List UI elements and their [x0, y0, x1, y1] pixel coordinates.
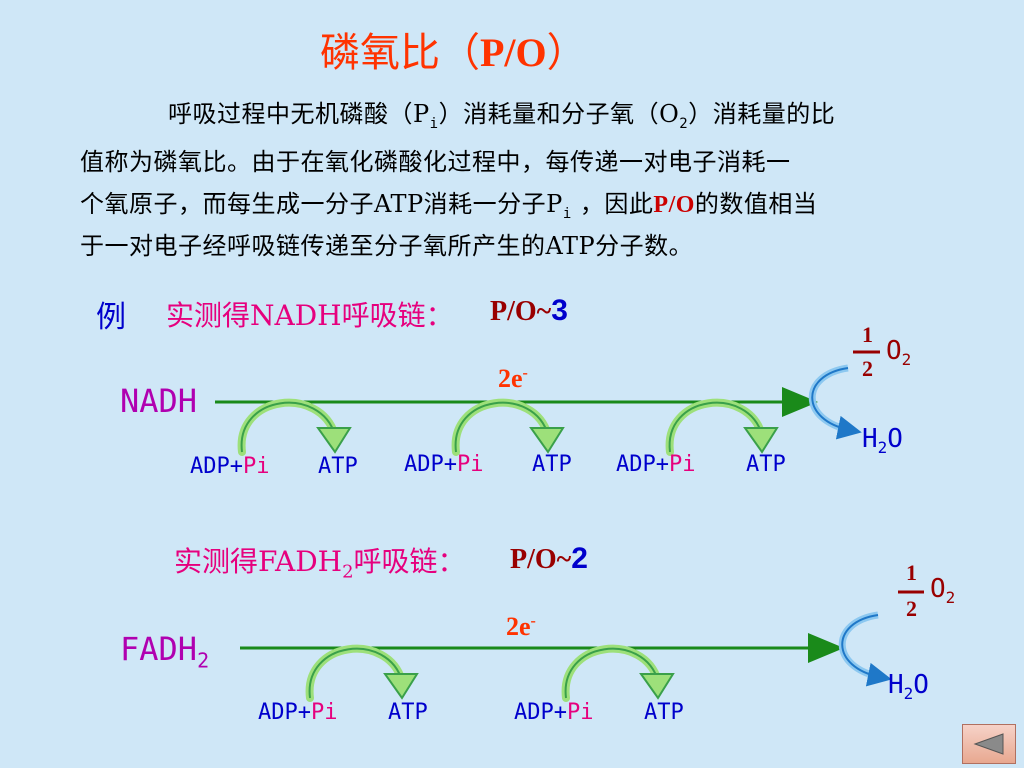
back-button[interactable]	[962, 724, 1016, 764]
fadh2-substrate: FADH2	[120, 630, 210, 673]
nadh-atp-3: ATP	[746, 452, 786, 477]
fadh2-atp-loop-1	[305, 644, 419, 702]
nadh-atp-loop-2	[451, 398, 565, 456]
nadh-oxygen-arrow	[808, 364, 862, 440]
nadh-adp-pi-3: ADP+Pi	[616, 452, 696, 477]
nadh-adp-pi-1: ADP+Pi	[190, 454, 270, 479]
example-label: 例	[96, 300, 126, 335]
paragraph-line-3: 个氧原子，而每生成一分子ATP消耗一分子Pi ，因此P/O的数值相当	[80, 190, 818, 222]
nadh-atp-loop-3	[665, 398, 779, 456]
fadh2-po-ratio: P/O~2	[510, 542, 588, 575]
paragraph-line-2: 值称为磷氧比。由于在氧化磷酸化过程中，每传递一对电子消耗一	[80, 148, 791, 176]
fadh2-atp-loop-2	[561, 644, 675, 702]
fadh2-adp-pi-1: ADP+Pi	[258, 700, 338, 725]
fadh2-electrons: 2e-	[506, 612, 536, 641]
nadh-po-ratio: P/O~3	[490, 294, 568, 327]
nadh-frac-denominator: 2	[862, 356, 873, 381]
nadh-water-label: H2O	[862, 424, 903, 458]
nadh-atp-1: ATP	[318, 454, 358, 479]
fadh2-atp-1: ATP	[388, 700, 428, 725]
page-title: 磷氧比（P/O）	[320, 20, 587, 78]
nadh-adp-pi-2: ADP+Pi	[404, 452, 484, 477]
nadh-atp-2: ATP	[532, 452, 572, 477]
fadh2-frac-denominator: 2	[906, 596, 917, 621]
nadh-frac-numerator: 1	[862, 322, 873, 347]
nadh-oxygen-label: O2	[886, 336, 912, 370]
fadh2-water-label: H2O	[888, 670, 929, 704]
nadh-atp-loop-1	[237, 398, 352, 456]
title-latin: P/O	[480, 30, 547, 75]
paragraph-line-4: 于一对电子经呼吸链传递至分子氧所产生的ATP分子数。	[80, 232, 694, 260]
title-cn: 磷氧比（	[320, 30, 480, 76]
fadh2-atp-2: ATP	[644, 700, 684, 725]
fadh2-frac-numerator: 1	[906, 560, 917, 585]
title-close: ）	[546, 30, 587, 76]
nadh-chain-label: 实测得NADH呼吸链：	[166, 299, 454, 332]
nadh-substrate: NADH	[120, 382, 198, 420]
paragraph-line-1: 呼吸过程中无机磷酸（Pi）消耗量和分子氧（O2）消耗量的比	[168, 100, 836, 132]
fadh2-adp-pi-2: ADP+Pi	[514, 700, 594, 725]
fadh2-oxygen-arrow	[838, 611, 892, 687]
triangle-left-icon	[973, 733, 1004, 755]
fadh2-chain-label: 实测得FADH2呼吸链：	[174, 545, 466, 583]
nadh-electrons: 2e-	[498, 364, 528, 393]
fadh2-oxygen-label: O2	[930, 574, 956, 608]
